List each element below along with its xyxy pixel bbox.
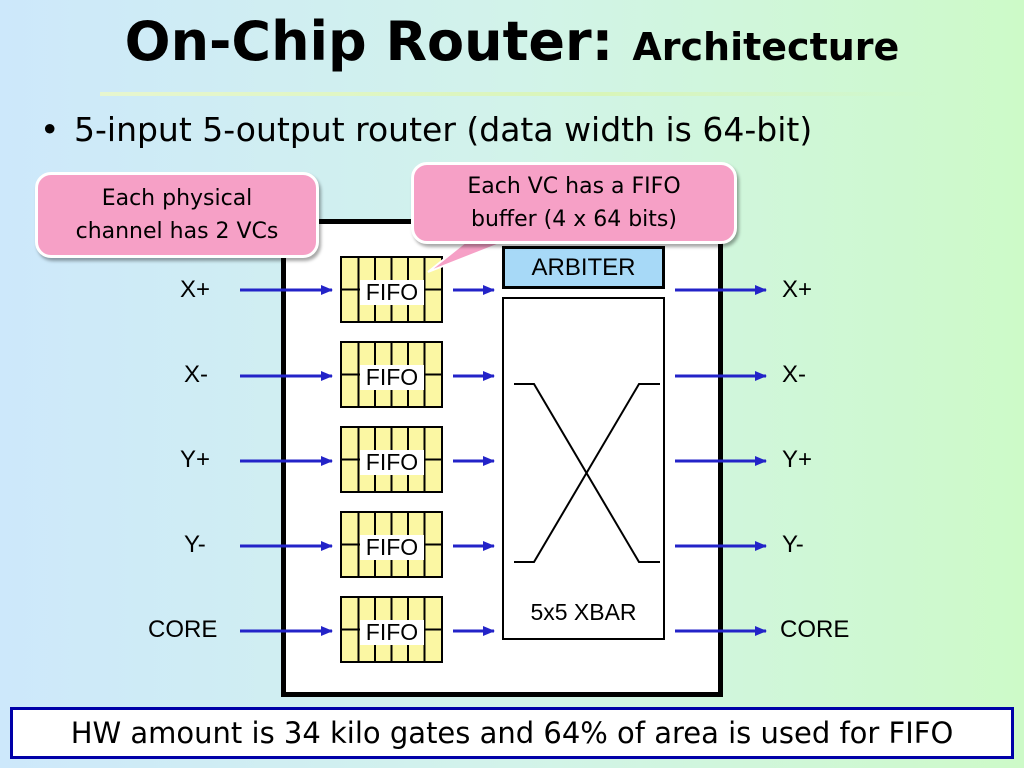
fifo-block-x-plus: FIFO bbox=[340, 256, 443, 323]
input-label-core: CORE bbox=[148, 616, 218, 643]
fifo-label: FIFO bbox=[360, 280, 424, 305]
title-main: On-Chip Router: bbox=[124, 10, 614, 73]
fifo-block-y-plus: FIFO bbox=[340, 426, 443, 493]
fifo-block-x-minus: FIFO bbox=[340, 341, 443, 408]
bullet-point: • 5-input 5-output router (data width is … bbox=[40, 110, 812, 149]
callout-fifo-line1: Each VC has a FIFO bbox=[467, 174, 681, 199]
arbiter-block: ARBITER bbox=[502, 246, 665, 289]
callout-pointer-seam bbox=[470, 232, 532, 236]
callout-vcs-line2: channel has 2 VCs bbox=[75, 219, 279, 244]
input-label-y-plus: Y+ bbox=[180, 446, 211, 473]
callout-vcs-line1: Each physical bbox=[101, 186, 253, 211]
output-label-y-minus: Y- bbox=[782, 531, 804, 558]
output-label-core: CORE bbox=[780, 616, 850, 643]
output-label-x-minus: X- bbox=[782, 361, 806, 388]
fifo-label: FIFO bbox=[360, 535, 424, 560]
title-underline bbox=[100, 92, 940, 96]
fifo-block-y-minus: FIFO bbox=[340, 511, 443, 578]
fifo-label: FIFO bbox=[360, 365, 424, 390]
bullet-text: 5-input 5-output router (data width is 6… bbox=[74, 110, 813, 149]
callout-fifo-line2: buffer (4 x 64 bits) bbox=[471, 207, 677, 232]
slide-title: On-Chip Router: Architecture bbox=[0, 10, 1024, 73]
fifo-label: FIFO bbox=[360, 450, 424, 475]
output-label-y-plus: Y+ bbox=[782, 446, 813, 473]
footer-note: HW amount is 34 kilo gates and 64% of ar… bbox=[10, 707, 1014, 759]
crossbar-box: 5x5 XBAR bbox=[502, 297, 665, 640]
callout-fifo: Each VC has a FIFO buffer (4 x 64 bits) bbox=[411, 162, 737, 244]
input-label-x-minus: X- bbox=[184, 361, 208, 388]
fifo-block-core: FIFO bbox=[340, 596, 443, 663]
fifo-label: FIFO bbox=[360, 620, 424, 645]
input-label-x-plus: X+ bbox=[180, 276, 211, 303]
input-label-y-minus: Y- bbox=[184, 531, 206, 558]
title-subtitle: Architecture bbox=[632, 25, 900, 69]
output-label-x-plus: X+ bbox=[782, 276, 813, 303]
bullet-dot-icon: • bbox=[40, 110, 60, 149]
crossbar-icon bbox=[514, 383, 660, 563]
crossbar-label: 5x5 XBAR bbox=[530, 599, 637, 625]
callout-vcs: Each physical channel has 2 VCs bbox=[35, 172, 319, 258]
